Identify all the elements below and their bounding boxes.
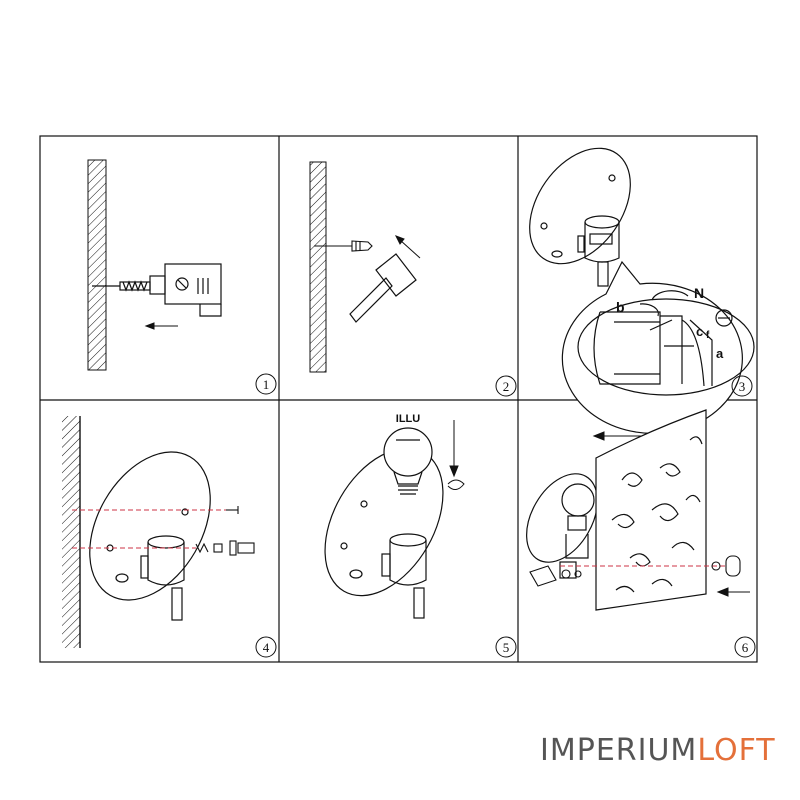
rotate-arrow-icon [447,479,465,490]
lamp-base-icon [89,451,211,621]
screw-icon [195,506,255,556]
step-number: 5 [503,640,510,655]
step-number-circle [495,636,517,658]
lamp-base-icon [526,473,598,579]
bulb-icon [383,427,433,495]
step-1-panel: 1 [87,159,277,395]
step-2-panel: 2 [309,161,517,397]
label-f: f [706,330,710,341]
step-number: 1 [263,377,270,392]
wall [309,161,327,373]
label-b: b [616,299,625,315]
step-number-circle [255,636,277,658]
step-number: 4 [263,640,270,655]
decorative-shade-icon [595,409,707,611]
wall [62,416,80,648]
step-6-panel: 6 [526,409,756,658]
direction-arrow [144,322,178,330]
direction-arrow [449,420,459,478]
step-number: 6 [742,640,749,655]
direction-arrow [394,235,421,259]
detail-labels: b N c f a [616,285,724,361]
brand-part-1: IMPERIUM [540,733,698,768]
direction-arrow [716,587,750,597]
wall [87,159,107,371]
step-number-circle [255,373,277,395]
brand-part-2: LOFT [697,733,776,768]
finial-nut-icon [529,555,741,587]
bulb-label: ILLU [396,413,420,425]
lamp-base-icon [529,147,631,287]
step-3-panel: b N c f a 3 [529,147,755,434]
step-number-circle [731,375,753,397]
step-number-circle [495,375,517,397]
step-5-panel: ILLU 5 [324,413,517,658]
step-number-circle [734,636,756,658]
hammer-icon [349,253,417,323]
label-n: N [694,285,704,301]
step-number: 3 [739,379,746,394]
step-number: 2 [503,379,510,394]
detail-callout [561,260,755,434]
step-4-panel: 4 [62,416,277,658]
label-c: c [696,324,703,339]
wall-plug-icon [314,240,373,252]
label-a: a [716,346,724,361]
brand-logo: IMPERIUMLOFT [540,733,776,768]
drill-icon [92,263,222,317]
